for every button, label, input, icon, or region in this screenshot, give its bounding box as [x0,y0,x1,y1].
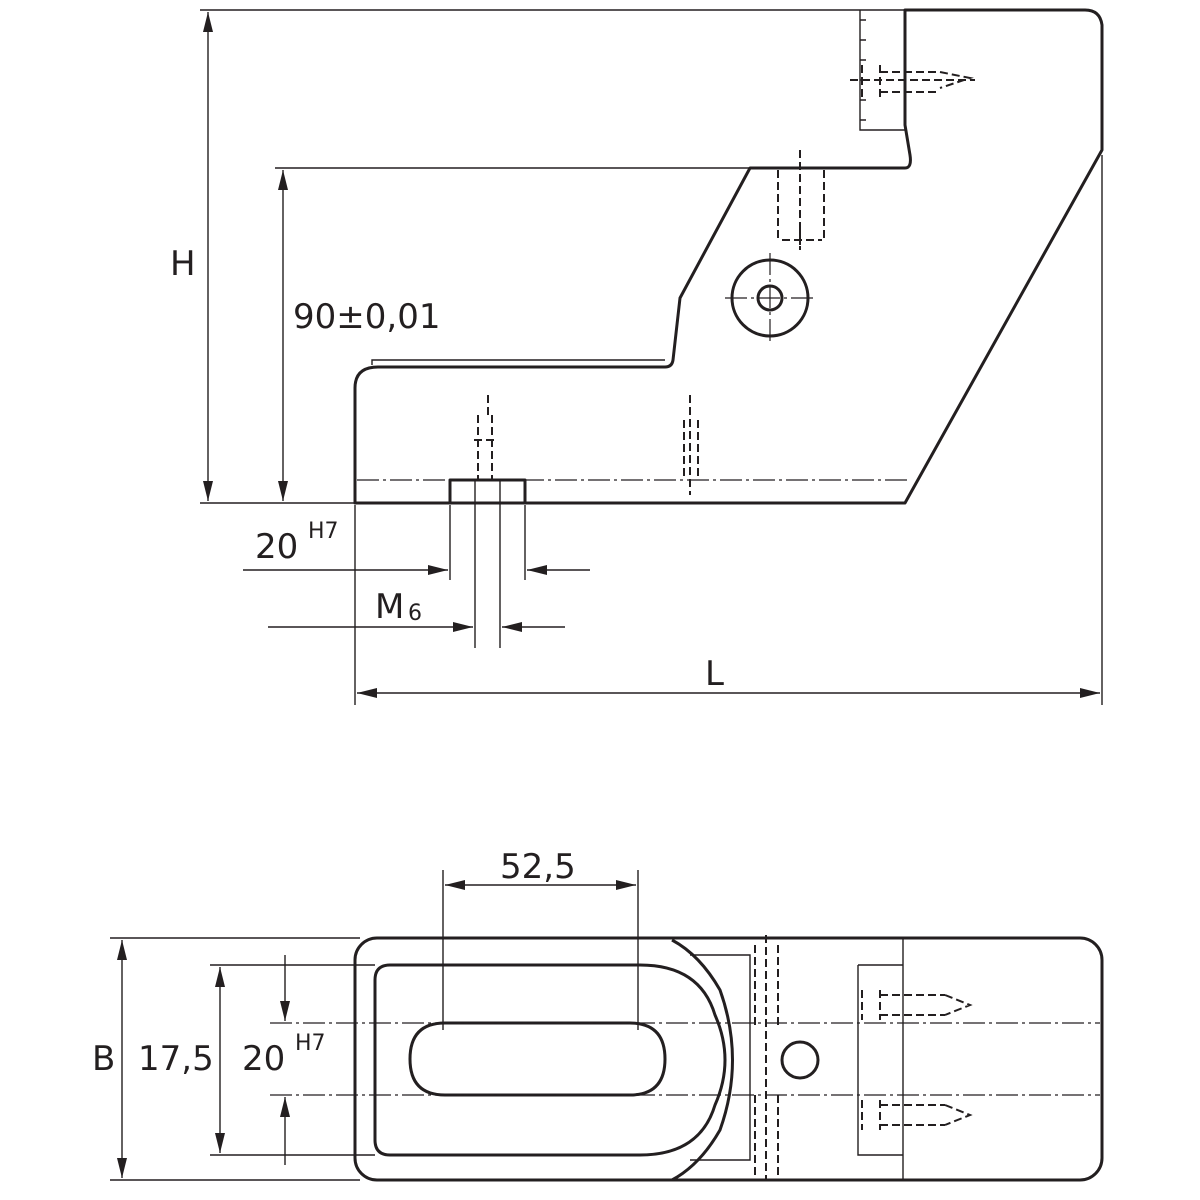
thread-lines [474,480,501,648]
label-L: L [705,654,724,694]
extension-lines [200,9,905,504]
top-outline [353,936,1104,1182]
label-20: 20 [255,527,298,567]
length-extensions [354,155,1103,705]
hidden-screw-top-1 [861,990,973,1020]
label-H7-top: H7 [295,1031,326,1056]
slot [408,1021,667,1097]
top-view: 52,5 B 17,5 20 H7 [92,847,1104,1182]
hidden-screw-2 [683,395,699,495]
top-extension-lines [110,937,375,1181]
hole-centerlines [725,253,815,343]
label-52-5: 52,5 [500,847,576,887]
bore-outline [448,478,527,503]
label-H7: H7 [308,519,339,544]
bore-extensions [449,505,526,580]
inner-recess [373,963,727,1157]
jaw-curve [671,938,734,1182]
side-outline [353,8,1104,505]
label-B: B [92,1039,115,1079]
side-step-line [371,359,665,365]
label-6: 6 [408,601,422,626]
hidden-screw-top-2 [861,1100,973,1130]
side-view: H 90±0,01 20 H7 M 6 L [170,8,1104,705]
label-20-top: 20 [242,1039,285,1079]
label-M: M [375,587,404,627]
jaw-plate [857,938,904,1180]
hidden-screw-4 [850,65,975,100]
slot-extension-lines [442,870,639,1030]
hidden-screws-top [754,935,779,1180]
jaw-edge [859,10,905,131]
top-centerlines [270,1022,1100,1096]
top-pin-hole [780,1040,820,1080]
label-H: H [170,244,196,284]
label-90: 90±0,01 [293,297,440,337]
label-17-5: 17,5 [138,1039,214,1079]
hidden-screw-3 [777,150,825,250]
hidden-screw-1 [474,395,496,480]
jaw-block [690,954,751,1161]
